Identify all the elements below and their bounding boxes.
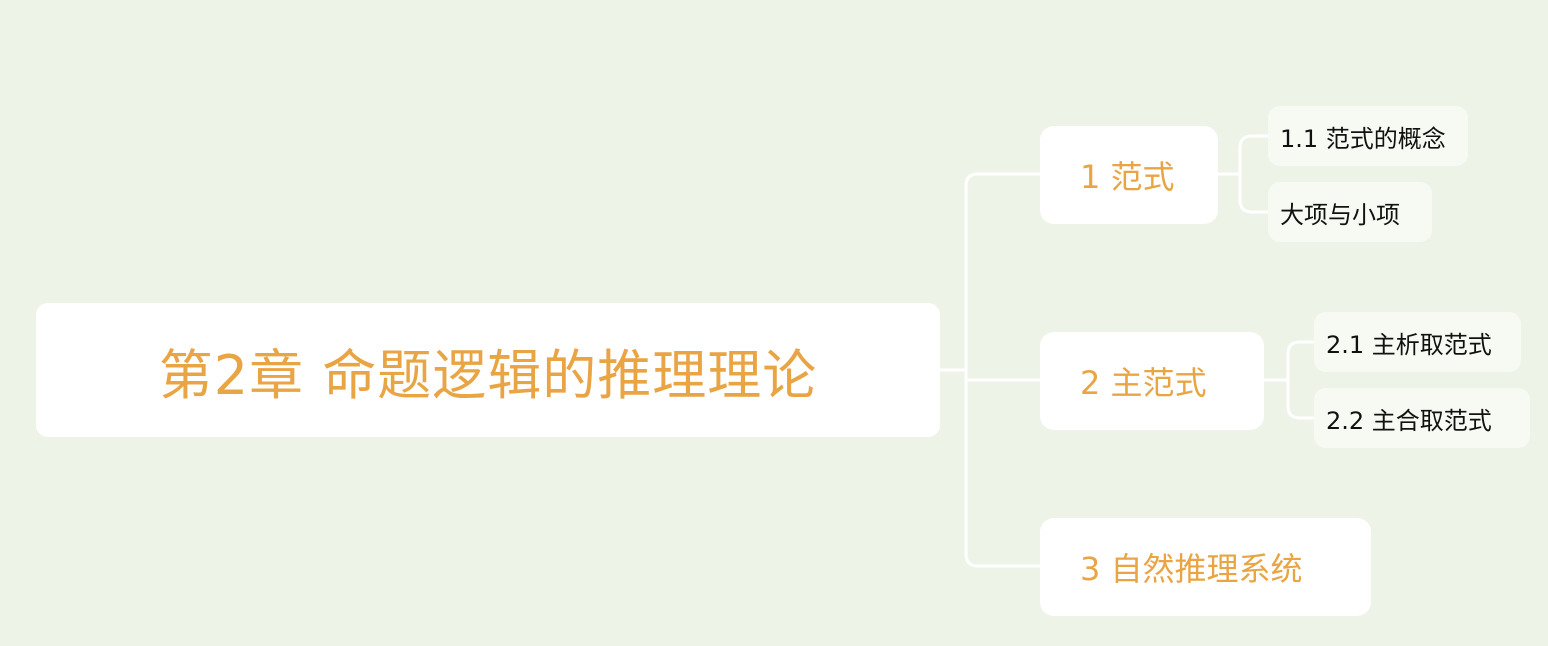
branch-topic-2-label: 2 主范式	[1080, 364, 1207, 402]
connector-to-branch-3	[964, 368, 1042, 568]
branch-topic-2[interactable]: 2 主范式	[1040, 332, 1264, 430]
root-topic-label: 第2章 命题逻辑的推理理论	[158, 343, 818, 407]
connector-to-leaf-2-1	[1286, 340, 1316, 382]
subtopic-2-2[interactable]: 2.2 主合取范式	[1314, 388, 1530, 448]
connector-to-leaf-1-2	[1238, 172, 1270, 214]
subtopic-1-2-label: 大项与小项	[1280, 200, 1400, 229]
subtopic-2-1[interactable]: 2.1 主析取范式	[1314, 312, 1521, 372]
branch-topic-3[interactable]: 3 自然推理系统	[1040, 518, 1371, 616]
root-topic[interactable]: 第2章 命题逻辑的推理理论	[36, 303, 940, 437]
branch-topic-1-label: 1 范式	[1080, 158, 1175, 196]
subtopic-2-1-label: 2.1 主析取范式	[1326, 330, 1492, 359]
connector-to-leaf-2-2	[1286, 378, 1316, 420]
connector-to-leaf-1-1	[1238, 134, 1270, 176]
subtopic-1-1-label: 1.1 范式的概念	[1280, 124, 1446, 153]
subtopic-2-2-label: 2.2 主合取范式	[1326, 406, 1492, 435]
branch-topic-1[interactable]: 1 范式	[1040, 126, 1218, 224]
branch-topic-3-label: 3 自然推理系统	[1080, 550, 1303, 588]
subtopic-1-2[interactable]: 大项与小项	[1268, 182, 1432, 242]
connector-to-branch-1	[964, 172, 1042, 372]
subtopic-1-1[interactable]: 1.1 范式的概念	[1268, 106, 1468, 166]
